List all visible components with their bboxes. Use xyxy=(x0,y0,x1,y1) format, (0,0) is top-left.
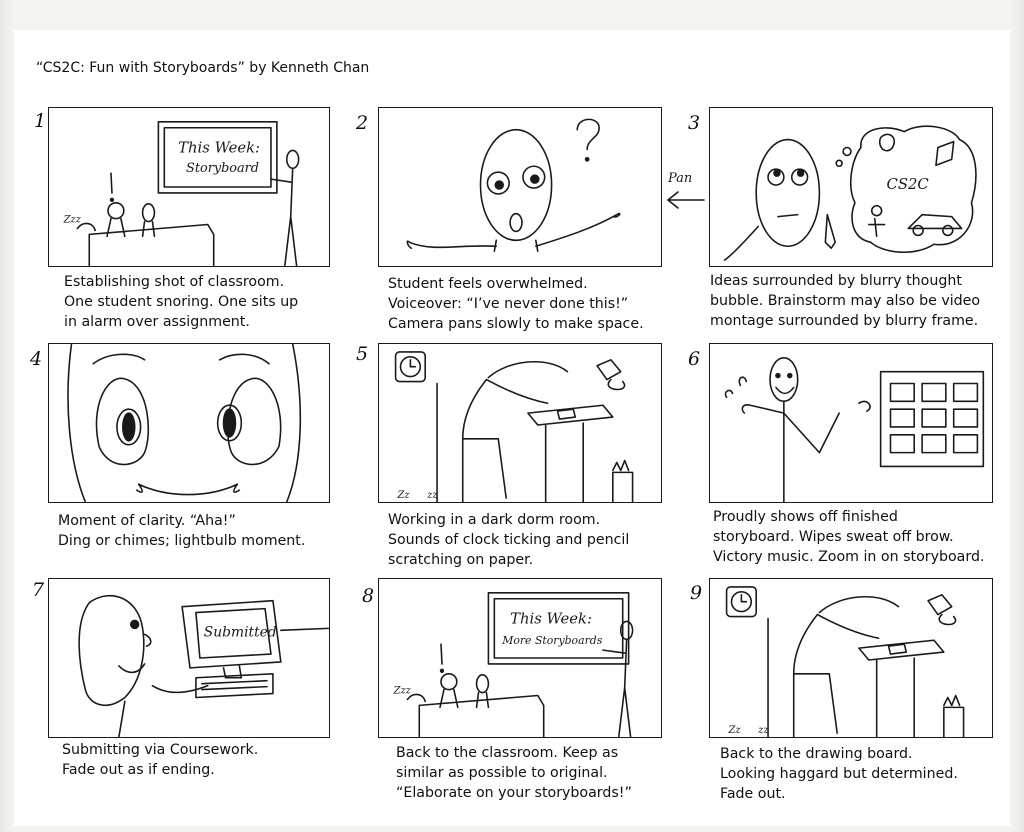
panel-1-caption: Establishing shot of classroom. One stud… xyxy=(64,272,298,332)
panel-7-frame: Submitted xyxy=(48,578,330,738)
panel-3-number: 3 xyxy=(688,112,701,134)
panel-4-number: 4 xyxy=(30,348,43,370)
panel-8-caption: Back to the classroom. Keep as similar a… xyxy=(396,743,632,803)
panel-3-frame: CS2C xyxy=(709,107,993,267)
panel-8-snore: Zzz xyxy=(393,686,412,697)
panel-6-caption: Proudly shows off finished storyboard. W… xyxy=(713,507,984,567)
panel-2-caption-line-3: Camera pans slowly to make space. xyxy=(388,316,644,332)
panel-2-caption: Student feels overwhelmed. Voiceover: “I… xyxy=(388,274,644,334)
panel-6-caption-line-3: Victory music. Zoom in on storyboard. xyxy=(713,549,985,565)
background-page-edge-right xyxy=(1010,0,1024,832)
panel-5-caption-line-1: Working in a dark dorm room. xyxy=(388,512,601,528)
panel-7-caption-line-1: Submitting via Coursework. xyxy=(62,742,259,758)
pan-label: Pan xyxy=(667,171,692,186)
panel-5-drawing: Zz zz xyxy=(394,351,634,502)
panel-8-frame: This Week: More Storyboards Zzz xyxy=(378,578,662,738)
panel-3-caption-line-2: bubble. Brainstorm may also be video xyxy=(710,293,981,309)
panel-5-caption-line-3: scratching on paper. xyxy=(388,552,534,568)
panel-1-snore: Zzz xyxy=(63,215,82,226)
panel-1-board-line-2: Storyboard xyxy=(186,161,259,176)
pan-arrow-drawing: Pan xyxy=(667,171,705,209)
panel-4-caption-line-2: Ding or chimes; lightbulb moment. xyxy=(58,533,306,549)
panel-9-frame: Zz zz xyxy=(709,578,993,738)
svg-text:zz: zz xyxy=(426,490,438,501)
document-title: “CS2C: Fun with Storyboards” by Kenneth … xyxy=(36,60,370,76)
panel-1-board-line-1: This Week: xyxy=(178,139,260,156)
panel-7-caption-line-2: Fade out as if ending. xyxy=(62,762,215,778)
panel-6-number: 6 xyxy=(688,348,701,370)
panel-4-frame xyxy=(48,343,330,503)
panel-5-frame: Zz zz xyxy=(378,343,662,503)
panel-9-drawing: Zz zz xyxy=(725,586,965,737)
panel-8-caption-line-1: Back to the classroom. Keep as xyxy=(396,745,619,761)
svg-text:zz: zz xyxy=(757,725,769,736)
panel-6-caption-line-2: storyboard. Wipes sweat off brow. xyxy=(713,529,954,545)
panel-1-caption-line-1: Establishing shot of classroom. xyxy=(64,274,285,290)
svg-text:Zz: Zz xyxy=(397,490,411,501)
panel-1-caption-line-2: One student snoring. One sits up xyxy=(64,294,299,310)
panel-9-number: 9 xyxy=(690,582,703,604)
panel-6-frame xyxy=(709,343,993,503)
panel-8-drawing: This Week: More Storyboards Zzz xyxy=(393,592,634,737)
panel-8-board-line-1: This Week: xyxy=(510,610,592,627)
panel-3-bubble-text: CS2C xyxy=(887,176,930,193)
panel-8-caption-line-2: similar as possible to original. xyxy=(396,765,608,781)
panel-2-caption-line-2: Voiceover: “I’ve never done this!” xyxy=(388,296,629,312)
panel-5-caption: Working in a dark dorm room. Sounds of c… xyxy=(388,510,629,570)
panel-5-caption-line-2: Sounds of clock ticking and pencil xyxy=(388,532,630,548)
panel-8-number: 8 xyxy=(362,585,375,607)
panel-7-number: 7 xyxy=(32,579,45,601)
panel-9-caption-line-3: Fade out. xyxy=(720,786,786,802)
panel-8-caption-line-3: “Elaborate on your storyboards!” xyxy=(396,785,632,801)
panel-6-drawing xyxy=(724,357,985,502)
panel-4-caption-line-1: Moment of clarity. “Aha!” xyxy=(58,513,236,529)
panel-5-number: 5 xyxy=(356,343,369,365)
panel-8-board-line-2: More Storyboards xyxy=(501,634,603,647)
panel-6-caption-line-1: Proudly shows off finished xyxy=(713,509,898,525)
panel-9-caption-line-2: Looking haggard but determined. xyxy=(720,766,958,782)
panel-1-drawing: This Week: Storyboard Zzz xyxy=(63,121,300,266)
panel-2-frame xyxy=(378,107,662,267)
panel-3-caption-line-1: Ideas surrounded by blurry thought xyxy=(710,273,962,289)
panel-1-caption-line-3: in alarm over assignment. xyxy=(64,314,250,330)
background-page-edge-left xyxy=(0,0,14,832)
svg-text:Zz: Zz xyxy=(728,725,742,736)
panel-9-caption-line-1: Back to the drawing board. xyxy=(720,746,913,762)
panel-3-caption-line-3: montage surrounded by blurry frame. xyxy=(710,313,979,329)
panel-9-caption: Back to the drawing board. Looking hagga… xyxy=(720,744,958,804)
pan-arrow: Pan xyxy=(664,162,712,214)
panel-4-drawing xyxy=(67,344,302,502)
panel-1-number: 1 xyxy=(34,110,47,132)
panel-7-drawing: Submitted xyxy=(78,594,329,737)
panel-3-caption: Ideas surrounded by blurry thought bubbl… xyxy=(710,271,980,331)
panel-1-frame: This Week: Storyboard Zzz xyxy=(48,107,330,267)
panel-2-drawing xyxy=(406,118,621,252)
panel-3-drawing: CS2C xyxy=(723,125,977,261)
panel-7-screen-text: Submitted xyxy=(204,624,277,640)
panel-4-caption: Moment of clarity. “Aha!” Ding or chimes… xyxy=(58,511,305,551)
panel-2-caption-line-1: Student feels overwhelmed. xyxy=(388,276,588,292)
panel-2-number: 2 xyxy=(356,112,369,134)
panel-7-caption: Submitting via Coursework. Fade out as i… xyxy=(62,740,258,780)
